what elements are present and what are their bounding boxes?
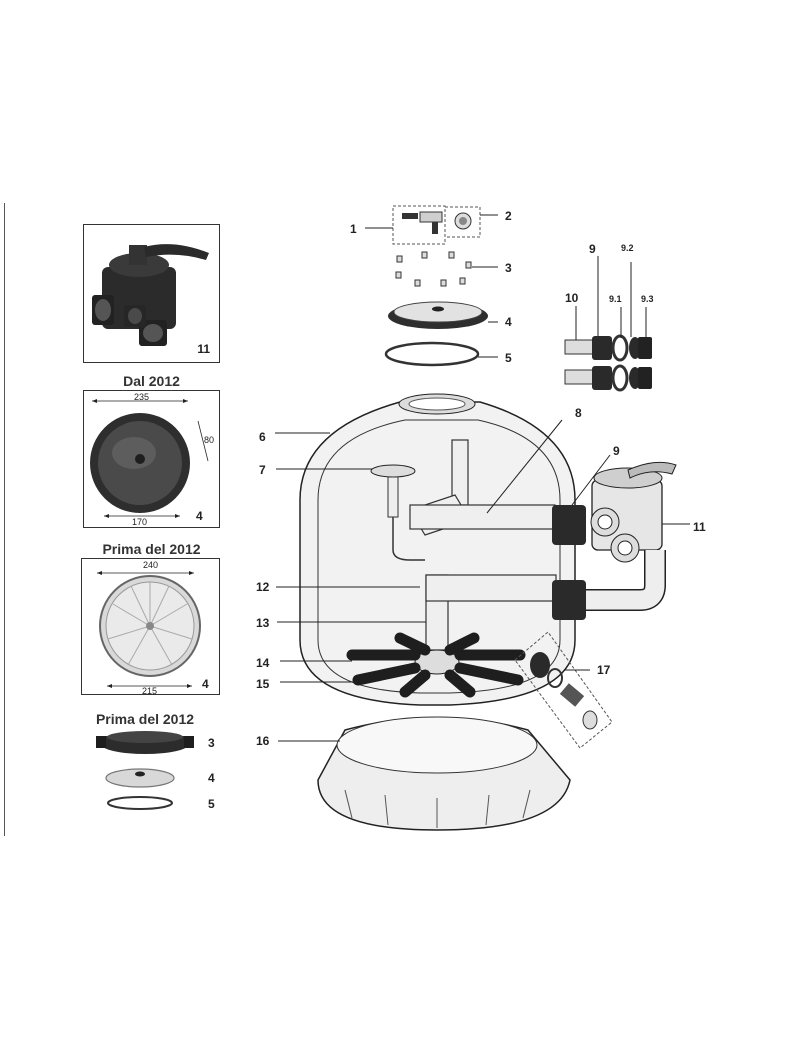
callout-9-top: 9 <box>589 242 596 256</box>
callout-13: 13 <box>256 616 270 630</box>
valve-panel: 11 <box>83 224 220 363</box>
lid-old-inner-dim: 215 <box>142 686 158 696</box>
filter-tank <box>299 393 576 706</box>
lid-old-parts-label-3: 3 <box>208 736 215 750</box>
lid-old-width-dim: 240 <box>143 560 159 570</box>
lid-old-parts-heading: Prima del 2012 <box>95 711 195 727</box>
lid-new-width-dim: 235 <box>134 392 150 402</box>
drain-assembly <box>514 631 613 749</box>
callout-16: 16 <box>256 734 270 748</box>
callout-2: 2 <box>505 209 512 223</box>
lid-oring <box>384 341 480 367</box>
callout-3: 3 <box>505 261 512 275</box>
lid-screws <box>395 251 472 287</box>
callout-9-1: 9.1 <box>609 294 622 304</box>
callout-1: 1 <box>350 222 357 236</box>
callout-9-3: 9.3 <box>641 294 654 304</box>
filter-base <box>317 716 571 831</box>
lid-old-heading: Prima del 2012 <box>102 541 201 557</box>
callout-15: 15 <box>256 677 270 691</box>
air-release-assembly <box>365 205 498 245</box>
tank-unions <box>552 505 586 620</box>
callout-4: 4 <box>505 315 512 329</box>
underdrain-laterals <box>346 632 526 698</box>
callout-17: 17 <box>597 663 611 677</box>
callout-5: 5 <box>505 351 512 365</box>
callout-7: 7 <box>259 463 266 477</box>
callout-14: 14 <box>256 656 270 670</box>
lid-new-inner-dim: 170 <box>132 517 148 527</box>
lid-new-heading: Dal 2012 <box>123 373 180 389</box>
lid-old-panel: 240 215 4 <box>81 558 220 696</box>
callout-10: 10 <box>565 291 579 305</box>
lid-old-illustration <box>97 571 201 688</box>
page-left-rule <box>4 203 5 836</box>
lid-new-illustration <box>90 399 209 518</box>
side-multiport-valve <box>586 461 677 611</box>
callout-9-2: 9.2 <box>621 243 634 253</box>
callout-12: 12 <box>256 580 270 594</box>
callout-8: 8 <box>575 406 582 420</box>
multiport-valve-illustration <box>92 244 209 346</box>
lid-new-label: 4 <box>196 509 203 523</box>
callout-9-tank: 9 <box>613 444 620 458</box>
callout-11: 11 <box>693 520 706 534</box>
callout-6: 6 <box>259 430 266 444</box>
lid-old-parts-label-4: 4 <box>208 771 215 785</box>
top-diffuser <box>370 464 425 561</box>
lid-old-parts-label-5: 5 <box>208 797 215 811</box>
valve-panel-label: 11 <box>197 342 210 356</box>
lid-old-label: 4 <box>202 677 209 691</box>
lid-old-parts-illustration: 3 4 5 <box>96 731 215 811</box>
union-kit <box>564 334 652 392</box>
lid-new-panel: 235 80 170 4 <box>83 390 220 528</box>
lid-new-height-dim: 80 <box>204 435 215 445</box>
filter-lid <box>388 301 488 329</box>
